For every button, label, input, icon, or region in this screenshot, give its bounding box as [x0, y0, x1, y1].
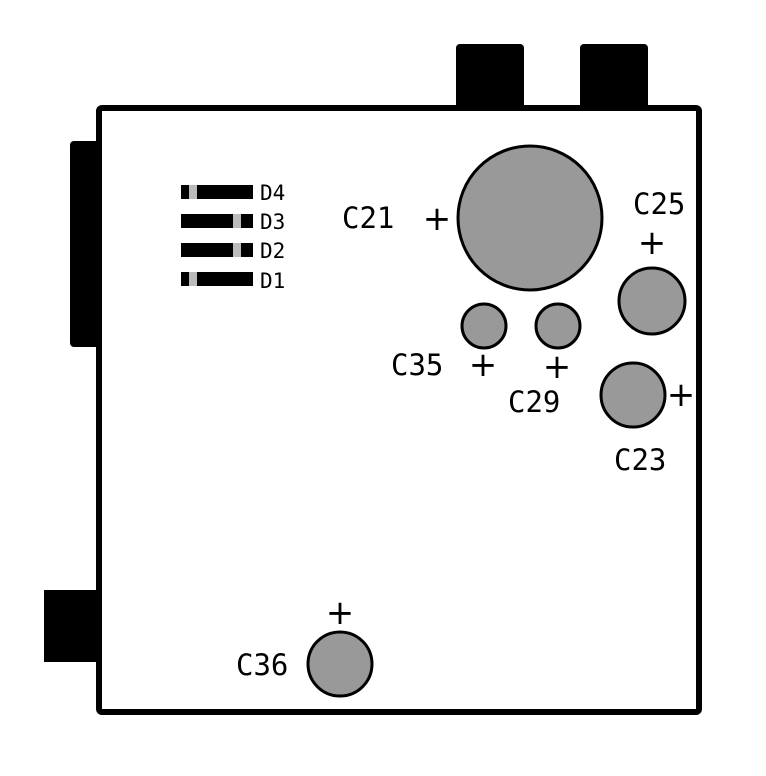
diode-band: [189, 272, 197, 286]
capacitor-body: [534, 302, 582, 350]
polarity-mark: +: [469, 345, 498, 385]
capacitor-c35: + C35: [391, 302, 508, 385]
top-connector-1: [456, 44, 524, 110]
polarity-mark: +: [667, 375, 696, 415]
diode-body: [181, 214, 253, 228]
left-connector: [70, 141, 102, 347]
capacitor-label: C35: [391, 348, 443, 382]
diode-label: D2: [260, 239, 285, 263]
diode-label: D3: [260, 210, 285, 234]
diode-body: [181, 272, 253, 286]
capacitor-label: C36: [236, 648, 288, 682]
capacitor-c36: + C36: [236, 593, 374, 698]
capacitor-body: [617, 266, 687, 336]
capacitor-label: C29: [508, 385, 560, 419]
top-connector-2: [580, 44, 648, 110]
polarity-mark: +: [638, 223, 667, 263]
capacitor-body: [599, 361, 667, 429]
bottom-left-connector: [44, 590, 102, 662]
diode-label: D4: [260, 181, 285, 205]
capacitor-body: [306, 630, 374, 698]
capacitor-c21: + C21: [342, 144, 604, 292]
capacitor-c23: + C23: [599, 361, 696, 477]
polarity-mark: +: [326, 593, 355, 633]
diode-body: [181, 185, 253, 199]
capacitor-body: [456, 144, 604, 292]
capacitor-label: C25: [633, 187, 685, 221]
diode-d1: D1: [181, 269, 285, 293]
diode-band: [233, 214, 241, 228]
capacitor-body: [460, 302, 508, 350]
capacitor-label: C21: [342, 201, 394, 235]
capacitor-label: C23: [614, 443, 666, 477]
diode-band: [233, 243, 241, 257]
diode-band: [189, 185, 197, 199]
capacitor-c25: + C25: [617, 187, 687, 336]
polarity-mark: +: [543, 347, 572, 387]
diode-label: D1: [260, 269, 285, 293]
polarity-mark: +: [423, 199, 452, 239]
diode-d4: D4: [181, 181, 285, 205]
diode-body: [181, 243, 253, 257]
diode-d2: D2: [181, 239, 285, 263]
diode-d3: D3: [181, 210, 285, 234]
capacitor-c29: + C29: [508, 302, 582, 419]
